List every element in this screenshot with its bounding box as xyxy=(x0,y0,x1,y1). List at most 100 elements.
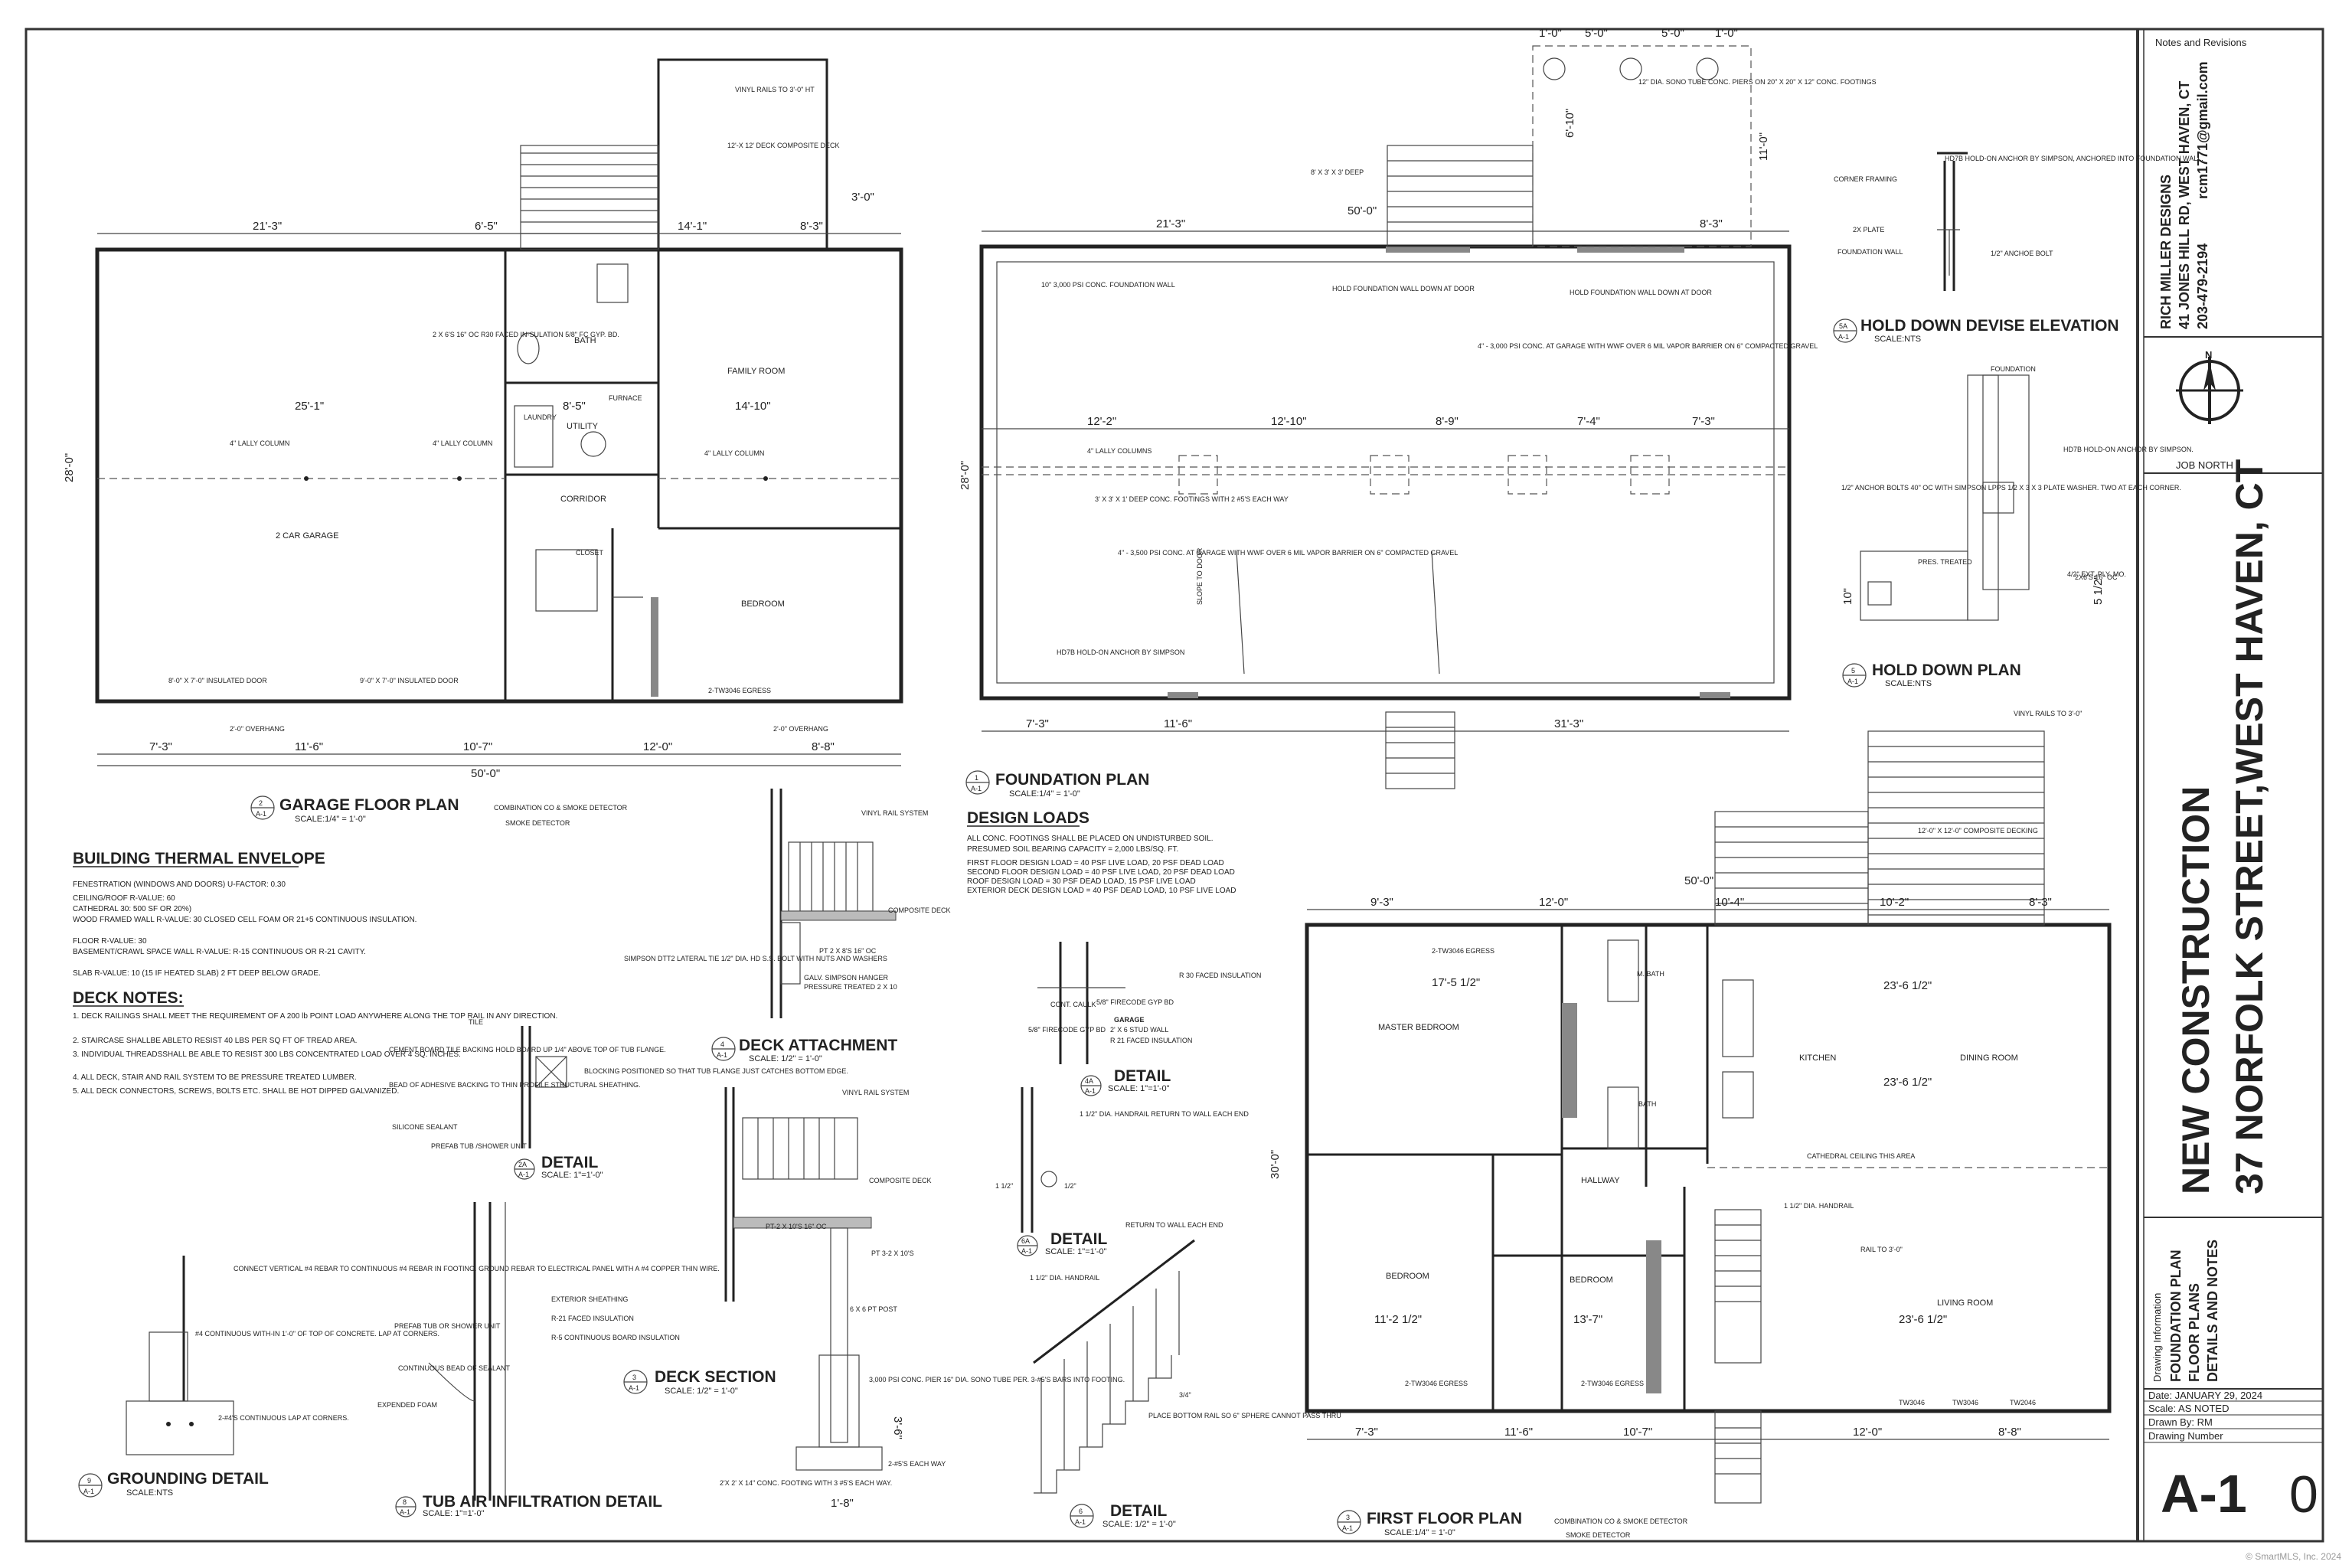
ff-dim-5: 13'-7" xyxy=(1573,1313,1602,1326)
copyright-notice: © SmartMLS, Inc. 2024 xyxy=(2246,1551,2341,1562)
ff-legend-2: SMOKE DETECTOR xyxy=(1566,1531,1631,1539)
hdp-note-3: HD7B HOLD-ON ANCHOR BY SIMPSON. xyxy=(2063,446,2194,453)
d4a-note-1: R 30 FACED INSULATION xyxy=(1179,972,1261,979)
dim-8-5: 8'-5" xyxy=(563,400,586,413)
ds-note-5: 6 X 6 PT POST xyxy=(850,1305,897,1313)
room-corridor: CORRIDOR xyxy=(560,495,606,504)
fdn-dim-bot-3: 31'-3" xyxy=(1554,717,1583,730)
d2a-view-title: DETAIL xyxy=(541,1154,598,1171)
fdn-slab-1: 4" - 3,500 PSI CONC. AT GARAGE WITH WWF … xyxy=(1118,549,1458,557)
holddown-plan-detail: FOUNDATION 1/2" ANCHOR BOLTS 40" OC WITH… xyxy=(1841,365,2194,688)
gr-note-3: 2-#4'S CONTINUOUS LAP AT CORNERS. xyxy=(218,1414,349,1422)
hde-note-3: FOUNDATION WALL xyxy=(1838,248,1903,256)
thermal-line-4: WOOD FRAMED WALL R-VALUE: 30 CLOSED CELL… xyxy=(73,916,416,924)
da-view-sheet: A-1 xyxy=(717,1051,727,1059)
d4a-note-2: 5/8" FIRECODE GYP BD xyxy=(1096,998,1174,1006)
hdp-note-1: 1/2" ANCHOR BOLTS 40" OC WITH SIMPSON LP… xyxy=(1841,484,2181,492)
room-family: FAMILY ROOM xyxy=(727,367,785,376)
gr-note-2: #4 CONTINUOUS WITH-IN 1'-0" OF TOP OF CO… xyxy=(195,1330,439,1338)
ds-dim-1: 1'-8" xyxy=(831,1497,854,1510)
project-line2: 37 NORFOLK STREET,WEST HAVEN, CT xyxy=(2228,459,2271,1194)
hdp-dim-2: 5 1/2" xyxy=(2092,575,2105,605)
notes-header: Notes and Revisions xyxy=(2155,37,2247,48)
d6a-view-title: DETAIL xyxy=(1050,1230,1107,1248)
d6-view-num: 6 xyxy=(1079,1508,1083,1515)
cathedral-note: CATHEDRAL CEILING THIS AREA xyxy=(1807,1152,1915,1160)
gr-view-title: GROUNDING DETAIL xyxy=(107,1470,269,1488)
deck-section-detail: VINYL RAIL SYSTEM COMPOSITE DECK PT-2 X … xyxy=(623,1087,1125,1510)
garage-dim-bot-2: 11'-6" xyxy=(295,740,323,753)
company-name: RICH MILLER DESIGNS xyxy=(2158,175,2174,329)
ds-note-7: 2'X 2' X 14" CONC. FOOTING WITH 3 #5'S E… xyxy=(720,1479,892,1487)
design-load-5: ROOF DESIGN LOAD = 30 PSF DEAD LOAD, 15 … xyxy=(967,877,1196,886)
da-view-scale: SCALE: 1/2" = 1'-0" xyxy=(749,1054,822,1063)
ds-view-scale: SCALE: 1/2" = 1'-0" xyxy=(665,1387,738,1396)
fdn-slope: SLOPE TO DOOR xyxy=(1196,547,1204,605)
ds-note-4: PT 3-2 X 10'S xyxy=(871,1250,914,1257)
deck-note-4: 4. ALL DECK, STAIR AND RAIL SYSTEM TO BE… xyxy=(73,1073,357,1082)
tub-note-3: R-5 CONTINUOUS BOARD INSULATION xyxy=(551,1334,680,1341)
fdn-hold-2: HOLD FOUNDATION WALL DOWN AT DOOR xyxy=(1570,289,1712,296)
pier-dim-1: 1'-0" xyxy=(1539,27,1562,40)
corner-mark: 0 xyxy=(2289,1465,2318,1524)
ff-dim-2: 23'-6 1/2" xyxy=(1883,979,1932,992)
fdn-view-title: FOUNDATION PLAN xyxy=(995,771,1149,789)
d4a-note-5: R 21 FACED INSULATION xyxy=(1110,1037,1192,1044)
ds-view-num: 3 xyxy=(632,1374,636,1381)
d4a-note-4: 2' X 6 STUD WALL xyxy=(1110,1026,1168,1034)
drawing-info-1: FOUNDATION PLAN xyxy=(2168,1250,2184,1382)
room-bath: BATH xyxy=(574,336,596,345)
ff-dim-total-top: 50'-0" xyxy=(1684,874,1713,887)
hde-note-2: 2X PLATE xyxy=(1853,226,1884,234)
d2a-view-sheet: A-1 xyxy=(518,1171,529,1178)
d6-note-3: 3/4" xyxy=(1179,1391,1191,1399)
hdp-note-6: 2X6'S 16" OC xyxy=(2075,573,2118,581)
ds-view-title: DECK SECTION xyxy=(655,1368,776,1386)
hdp-dim-1: 10" xyxy=(1841,588,1854,605)
thermal-line-2: CEILING/ROOF R-VALUE: 60 xyxy=(73,894,175,903)
room-laundry: LAUNDRY xyxy=(524,413,557,421)
tub-air-infiltration-detail: EXTERIOR SHEATHING R-21 FACED INSULATION… xyxy=(377,1202,680,1518)
room-2-car-garage: 2 CAR GARAGE xyxy=(276,531,339,541)
fdn-wall-note: 10" 3,000 PSI CONC. FOUNDATION WALL xyxy=(1041,281,1175,289)
d4a-note-3: GARAGE xyxy=(1114,1016,1145,1024)
pier-dim-5: 11'-0" xyxy=(1757,132,1770,161)
north-arrow-icon xyxy=(2176,357,2243,424)
d6a-note-4: RETURN TO WALL EACH END xyxy=(1125,1221,1223,1229)
fdn-view-scale: SCALE:1/4" = 1'-0" xyxy=(1009,789,1080,799)
fdn-hold-1: HOLD FOUNDATION WALL DOWN AT DOOR xyxy=(1332,285,1475,292)
ff-dim-bot-1: 7'-3" xyxy=(1355,1426,1378,1439)
fdn-dim-mid-3: 8'-9" xyxy=(1436,415,1459,428)
garage-egress: 2-TW3046 EGRESS xyxy=(708,687,771,694)
lally-col-2: 4" LALLY COLUMN xyxy=(433,439,492,447)
window-1: TW3046 xyxy=(1899,1399,1925,1406)
window-2: TW3046 xyxy=(1952,1399,1978,1406)
design-load-2: PRESUMED SOIL BEARING CAPACITY = 2,000 L… xyxy=(967,845,1178,854)
egress-1: 2-TW3046 EGRESS xyxy=(1432,947,1494,955)
pier-dim-4: 1'-0" xyxy=(1715,27,1738,40)
garage-dim-total: 50'-0" xyxy=(471,767,500,780)
d2a-note-1: TILE xyxy=(469,1018,483,1026)
hdp-view-sheet: A-1 xyxy=(1847,678,1858,685)
garage-view-scale: SCALE:1/4" = 1'-0" xyxy=(295,815,366,824)
north-letter: N xyxy=(2205,349,2212,361)
ff-dim-top-1: 9'-3" xyxy=(1370,896,1393,909)
tub-view-sheet: A-1 xyxy=(400,1508,410,1516)
hdp-view-num: 5 xyxy=(1851,667,1855,675)
d6-view-sheet: A-1 xyxy=(1075,1518,1086,1526)
gr-view-sheet: A-1 xyxy=(83,1488,94,1495)
ff-dim-bot-3: 10'-7" xyxy=(1623,1426,1652,1439)
garage-dim-side: 28'-0" xyxy=(63,453,76,482)
d4a-view-sheet: A-1 xyxy=(1085,1087,1096,1095)
ff-dim-top-5: 8'-3" xyxy=(2029,896,2052,909)
d6a-view-num: 6A xyxy=(1021,1237,1030,1245)
garage-dim-bot-3: 10'-7" xyxy=(463,740,492,753)
d6a-note-1: 1 1/2" DIA. HANDRAIL RETURN TO WALL EACH… xyxy=(1080,1110,1249,1118)
ff-dim-side: 30'-0" xyxy=(1269,1150,1282,1179)
d2a-note-6: BLOCKING POSITIONED SO THAT TUB FLANGE J… xyxy=(584,1067,848,1075)
garage-dim-top-4: 8'-3" xyxy=(800,220,823,233)
d4a-note-6: CONT. CAULK xyxy=(1050,1001,1096,1008)
room-closet: CLOSET xyxy=(576,549,604,557)
fdn-slab-2: 4" - 3,000 PSI CONC. AT GARAGE WITH WWF … xyxy=(1478,342,1818,350)
ff-view-title: FIRST FLOOR PLAN xyxy=(1367,1510,1522,1527)
